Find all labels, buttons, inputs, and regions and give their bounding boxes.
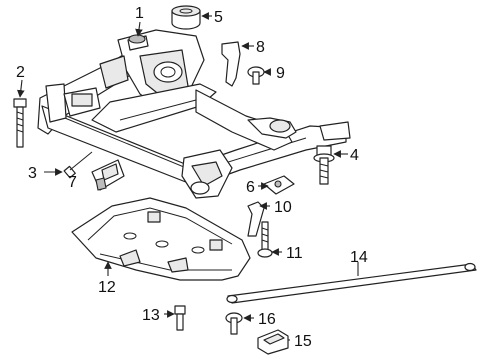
front-subframe <box>37 29 351 199</box>
rubber-mount <box>257 329 289 355</box>
callout-8: 8 <box>256 39 265 56</box>
clip-6 <box>263 175 295 195</box>
callout-13: 13 <box>142 307 160 324</box>
bolt-washer-4 <box>313 145 335 185</box>
callout-10: 10 <box>274 199 292 216</box>
bolt-16 <box>225 312 243 335</box>
bolt-13 <box>174 305 186 331</box>
long-bolt <box>13 98 27 148</box>
bracket-8 <box>221 41 241 87</box>
leader-lines <box>16 12 359 341</box>
callout-14: 14 <box>350 249 368 266</box>
callout-16: 16 <box>258 311 276 328</box>
underbody-shield <box>71 197 251 281</box>
callout-7: 7 <box>68 174 77 191</box>
mounting-bracket-7 <box>91 159 125 191</box>
callout-5: 5 <box>214 9 223 26</box>
bolt-11 <box>257 221 273 258</box>
callout-2: 2 <box>16 64 25 81</box>
callout-4: 4 <box>350 147 359 164</box>
bolt-9 <box>247 66 265 85</box>
callout-12: 12 <box>98 279 116 296</box>
callout-6: 6 <box>246 179 255 196</box>
callout-11: 11 <box>286 245 303 262</box>
callout-15: 15 <box>294 333 312 350</box>
bracket-10 <box>247 201 265 237</box>
callout-1: 1 <box>135 5 144 22</box>
strut-bar <box>226 262 477 304</box>
callout-9: 9 <box>276 65 285 82</box>
callout-3: 3 <box>28 165 37 182</box>
screw <box>63 151 93 179</box>
top-mount-bushing <box>171 5 201 30</box>
